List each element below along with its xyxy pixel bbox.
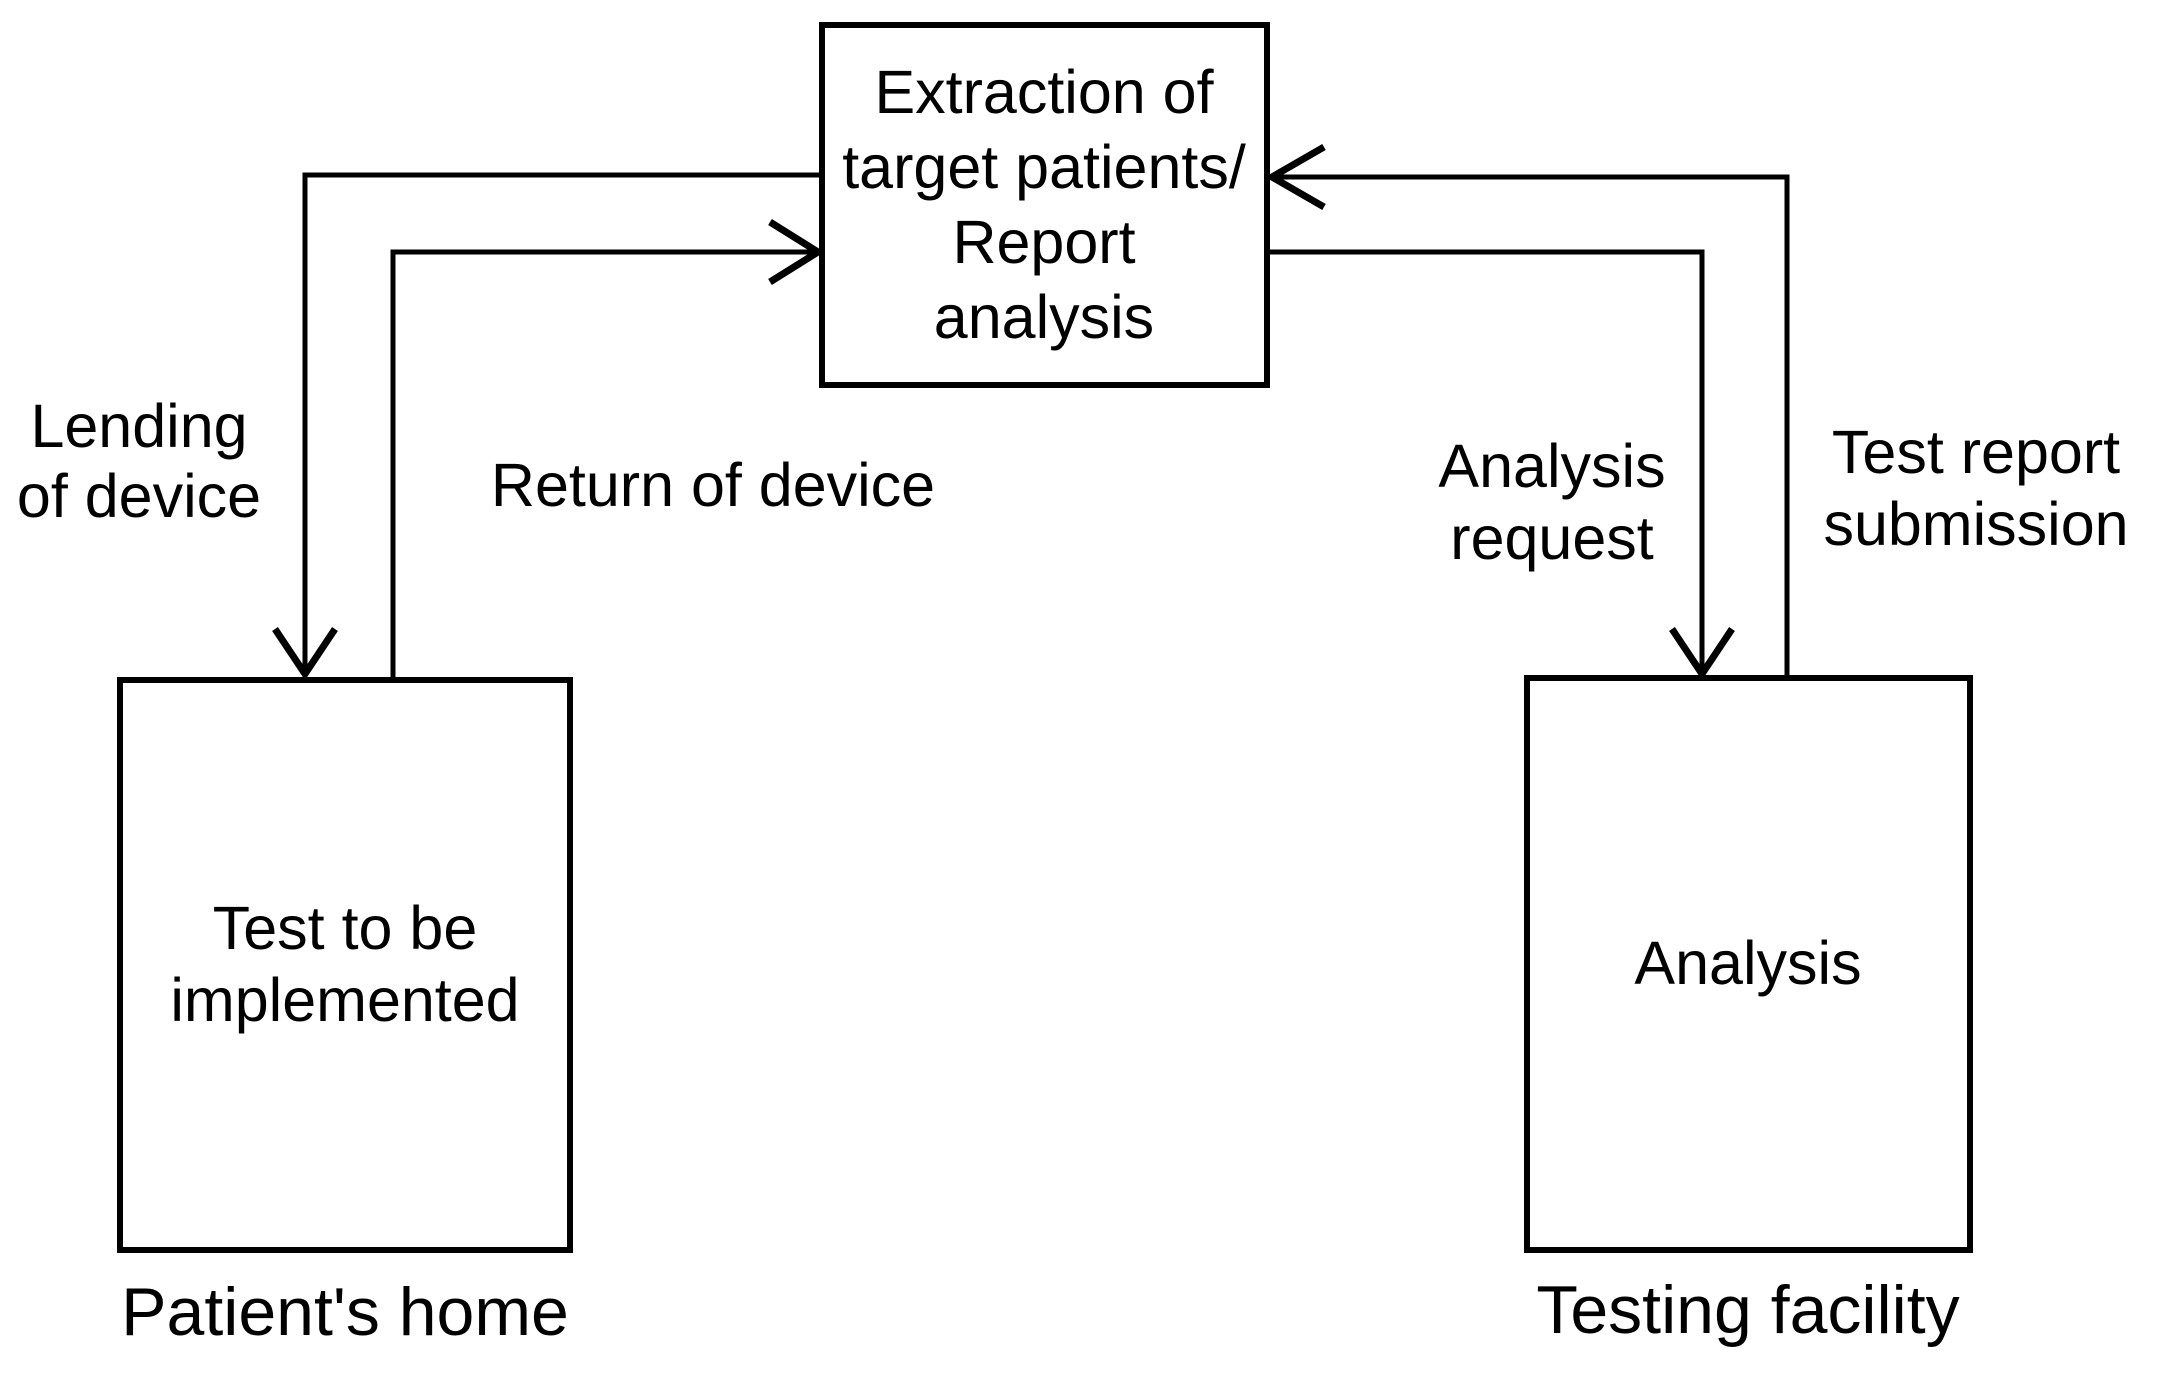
edge-label-report-line2: submission <box>1823 490 2128 558</box>
node-extraction: Extraction of target patients/ Report an… <box>819 22 1270 388</box>
arrowhead-down-icon <box>272 627 338 681</box>
edge-analysis-request: Analysis request <box>1267 249 1735 681</box>
edge-report-path <box>1274 174 1790 678</box>
extraction-text-line2: target patients/ <box>842 133 1246 201</box>
testing-facility-caption: Testing facility <box>1536 1272 1959 1348</box>
extraction-box <box>819 22 1270 388</box>
test-box <box>117 677 573 1253</box>
edge-return-of-device: Return of device <box>390 219 935 680</box>
edge-label-request-line1: Analysis <box>1438 432 1665 500</box>
extraction-text-line3: Report <box>952 208 1135 276</box>
edge-lending-of-device: Lending of device <box>17 172 822 681</box>
analysis-box <box>1524 675 1973 1253</box>
test-text-line1: Test to be <box>213 894 478 962</box>
node-analysis: Analysis Testing facility <box>1524 675 1973 1348</box>
test-text-line2: implemented <box>170 966 519 1034</box>
edge-label-report-line1: Test report <box>1832 418 2120 486</box>
patients-home-caption: Patient's home <box>121 1274 569 1350</box>
edge-return-path <box>390 249 816 680</box>
edge-lending-path <box>302 172 822 674</box>
analysis-text-line1: Analysis <box>1634 929 1861 997</box>
arrowhead-down-icon <box>1669 627 1735 681</box>
edge-label-lending-line2: of device <box>17 462 261 530</box>
arrowhead-left-icon <box>1264 143 1326 211</box>
edge-label-request-line2: request <box>1450 504 1654 572</box>
arrowhead-right-icon <box>768 219 825 285</box>
extraction-text-line1: Extraction of <box>874 58 1214 126</box>
edge-request-path <box>1267 249 1705 674</box>
edge-label-lending-line1: Lending <box>30 392 247 460</box>
node-test: Test to be implemented Patient's home <box>117 677 573 1350</box>
edge-label-return: Return of device <box>491 451 935 519</box>
edge-test-report-submission: Test report submission <box>1264 143 2129 678</box>
extraction-text-line4: analysis <box>934 283 1154 351</box>
